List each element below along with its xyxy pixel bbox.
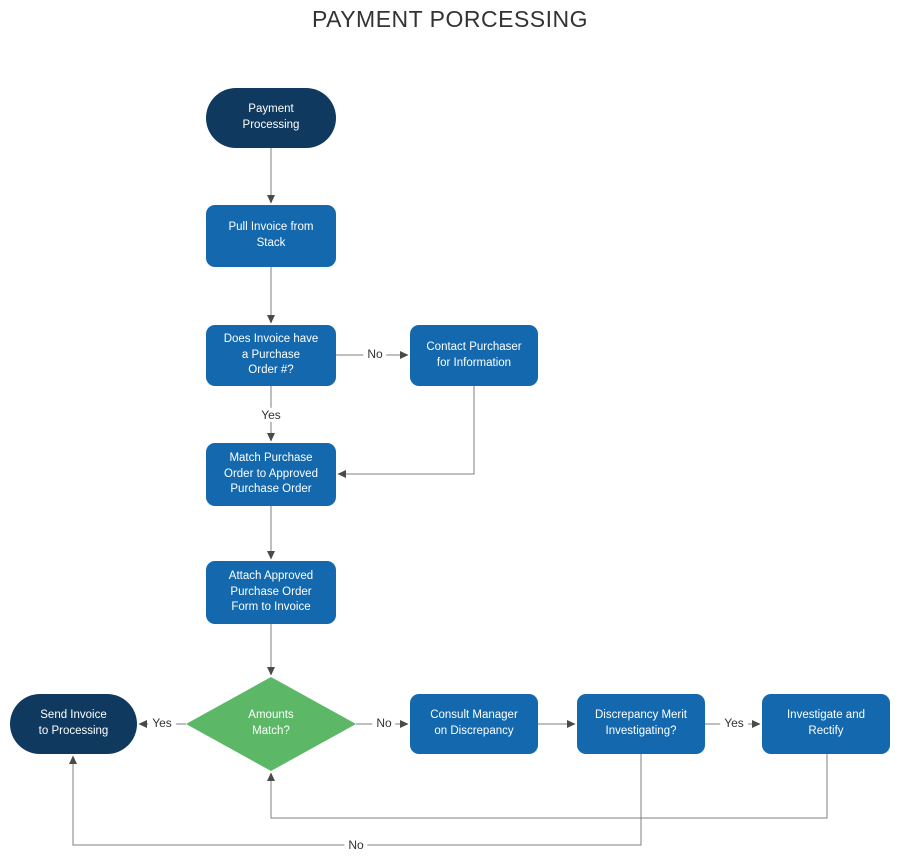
connector-investigate-back-to-decision — [267, 754, 828, 819]
edge-label-merit-yes: Yes — [720, 715, 748, 731]
node-contact-purchaser: Contact Purchaser for Information — [410, 325, 538, 386]
node-match-purchase-order: Match Purchase Order to Approved Purchas… — [206, 443, 336, 506]
edge-label-amounts-yes: Yes — [148, 715, 176, 731]
edge-label-merit-no: No — [344, 837, 368, 853]
node-investigate-rectify: Investigate and Rectify — [762, 694, 890, 754]
node-consult-manager: Consult Manager on Discrepancy — [410, 694, 538, 754]
node-discrepancy-merit: Discrepancy Merit Investigating? — [577, 694, 705, 754]
connector-merit-no-to-send — [69, 754, 642, 846]
edge-label-haspo-yes: Yes — [257, 407, 285, 423]
node-attach-approved-form: Attach Approved Purchase Order Form to I… — [206, 561, 336, 624]
node-pull-invoice: Pull Invoice from Stack — [206, 205, 336, 267]
edge-label-haspo-no: No — [363, 346, 387, 362]
edge-label-amounts-no: No — [372, 715, 396, 731]
connector-contact-to-match — [337, 386, 475, 478]
page-title: PAYMENT PORCESSING — [311, 6, 589, 32]
node-send-invoice-terminator: Send Invoice to Processing — [10, 694, 137, 754]
node-start-terminator: Payment Processing — [206, 88, 336, 148]
node-has-purchase-order: Does Invoice have a Purchase Order #? — [206, 325, 336, 386]
